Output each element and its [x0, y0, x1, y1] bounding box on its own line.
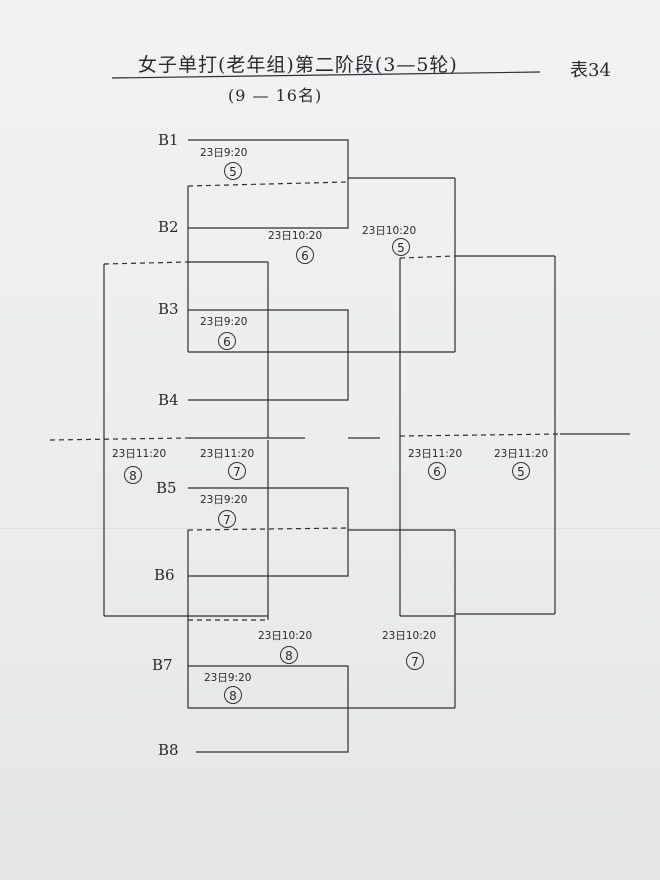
- player-b6: B6: [154, 566, 175, 584]
- match-number: 6: [296, 246, 314, 264]
- match-number: 5: [392, 238, 410, 256]
- draw-subtitle: (9 — 16名): [228, 86, 323, 105]
- match-number: 6: [218, 332, 236, 350]
- dashed-center-right: [399, 433, 561, 437]
- match-time: 23日9:20: [204, 672, 252, 684]
- player-b3: B3: [158, 300, 179, 318]
- player-b4: B4: [158, 391, 179, 409]
- match-time: 23日11:20: [200, 448, 255, 460]
- match-number: 8: [224, 686, 242, 704]
- dashed-center-left: [49, 437, 189, 441]
- player-b2: B2: [158, 218, 179, 236]
- match-number: 7: [218, 510, 236, 528]
- match-time: 23日9:20: [200, 494, 248, 506]
- match-number: 6: [428, 462, 446, 480]
- match-time: 23日10:20: [382, 630, 437, 642]
- paper-fold: [0, 528, 660, 529]
- match-time: 23日10:20: [362, 225, 417, 237]
- dashed-right-top: [399, 255, 456, 259]
- dashed-r3-top: [187, 181, 349, 187]
- match-time: 23日11:20: [494, 448, 549, 460]
- match-number: 8: [280, 646, 298, 664]
- player-b7: B7: [152, 656, 173, 674]
- title-underline: [111, 71, 541, 79]
- match-number: 7: [228, 462, 246, 480]
- draw-title: 女子单打(老年组)第二阶段(3—5轮): [138, 54, 458, 76]
- r3-pair-b7-b8: [188, 665, 349, 753]
- player-b8: B8: [158, 741, 179, 759]
- match-time: 23日9:20: [200, 316, 248, 328]
- dashed-left-top: [103, 261, 189, 265]
- match-time: 23日9:20: [200, 147, 248, 159]
- match-time: 23日11:20: [112, 448, 167, 460]
- match-time: 23日10:20: [268, 230, 323, 242]
- player-b5: B5: [156, 479, 177, 497]
- match-time: 23日10:20: [258, 630, 313, 642]
- r3-pair-b1-b2: [188, 139, 349, 229]
- match-time: 23日11:20: [408, 448, 463, 460]
- player-b1: B1: [158, 131, 179, 149]
- match-number: 7: [406, 652, 424, 670]
- match-number: 5: [512, 462, 530, 480]
- match-number: 5: [224, 162, 242, 180]
- match-number: 8: [124, 466, 142, 484]
- table-number: 表34: [570, 60, 611, 81]
